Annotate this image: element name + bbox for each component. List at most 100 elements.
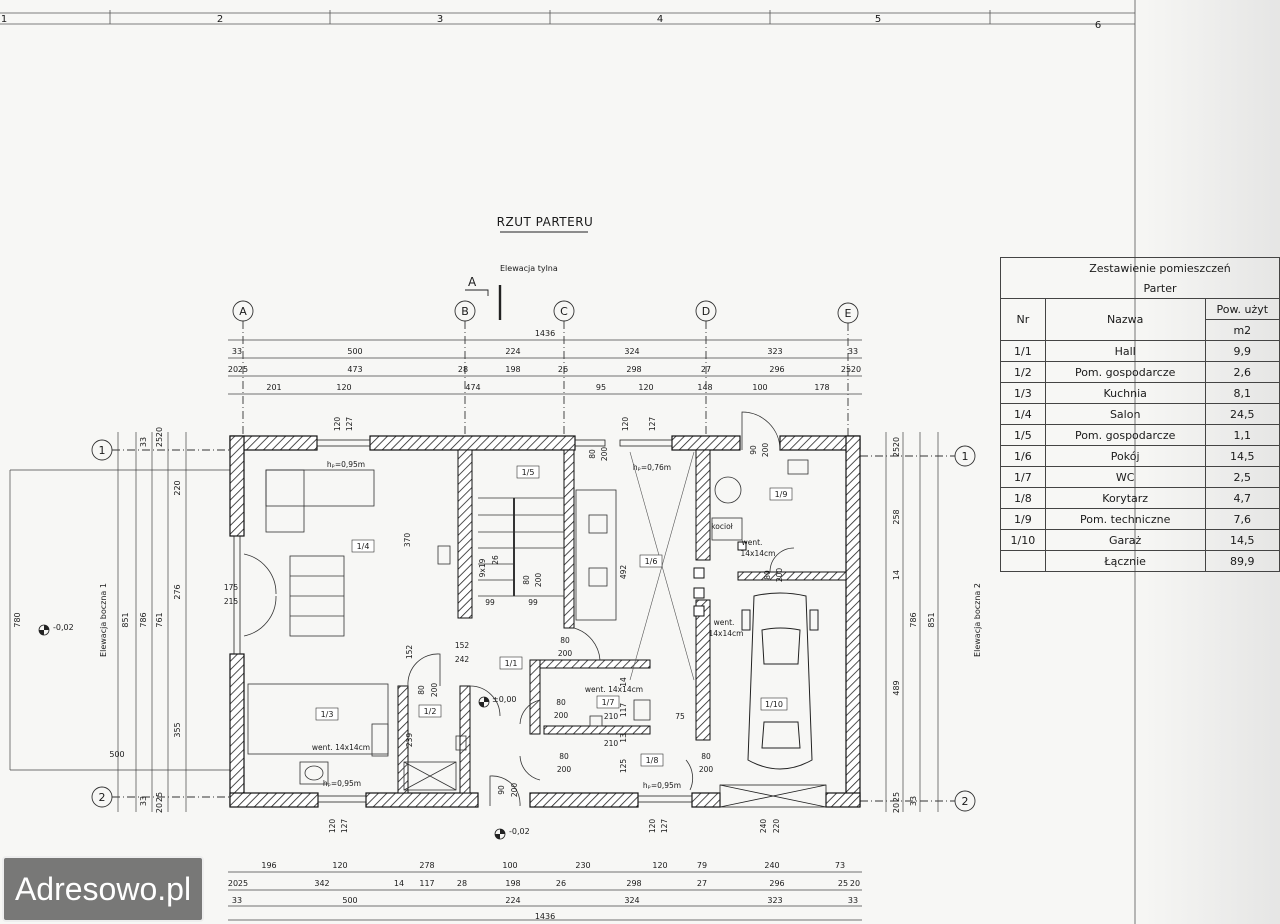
watermark-logo[interactable]: Adresowo.pl (2, 856, 204, 922)
svg-text:296: 296 (769, 365, 784, 374)
svg-text:99: 99 (485, 598, 495, 607)
svg-text:120: 120 (638, 383, 653, 392)
svg-text:200: 200 (558, 649, 573, 658)
svg-text:117: 117 (619, 703, 628, 718)
svg-text:13: 13 (619, 733, 628, 743)
svg-text:33: 33 (139, 437, 148, 447)
svg-text:80: 80 (522, 575, 531, 585)
svg-text:220: 220 (173, 480, 182, 495)
svg-text:215: 215 (224, 597, 239, 606)
svg-text:200: 200 (430, 683, 439, 698)
svg-text:258: 258 (892, 509, 901, 524)
svg-text:25: 25 (892, 447, 901, 457)
room-tag: 1/1 (499, 656, 523, 670)
svg-text:152: 152 (455, 641, 470, 650)
svg-text:25: 25 (238, 365, 248, 374)
svg-text:200: 200 (699, 765, 714, 774)
svg-text:33: 33 (232, 347, 242, 356)
axis-label: 2 (962, 795, 969, 808)
svg-text:28: 28 (457, 879, 467, 888)
svg-text:370: 370 (403, 533, 412, 548)
svg-text:33: 33 (848, 347, 858, 356)
svg-text:200: 200 (534, 573, 543, 588)
axis-label: A (239, 305, 247, 318)
svg-text:127: 127 (345, 417, 354, 432)
axis-label: D (702, 305, 710, 318)
col-header-name: Nazwa (1044, 298, 1206, 341)
svg-text:1/7: 1/7 (602, 698, 615, 707)
svg-text:120: 120 (648, 819, 657, 834)
svg-text:1/1: 1/1 (505, 659, 518, 668)
svg-text:210: 210 (604, 712, 619, 721)
svg-text:95: 95 (596, 383, 606, 392)
svg-text:323: 323 (767, 347, 782, 356)
svg-text:200: 200 (775, 568, 784, 583)
svg-text:26: 26 (558, 365, 568, 374)
svg-text:14: 14 (892, 570, 901, 580)
room-tag: 1/2 (418, 704, 442, 718)
svg-text:100: 100 (752, 383, 767, 392)
axis-label: E (845, 307, 852, 320)
svg-text:80: 80 (763, 570, 772, 580)
svg-text:200: 200 (761, 443, 770, 458)
svg-text:127: 127 (340, 819, 349, 834)
svg-text:27: 27 (701, 365, 711, 374)
svg-text:120: 120 (332, 861, 347, 870)
svg-text:1/4: 1/4 (357, 542, 370, 551)
svg-text:90: 90 (497, 785, 506, 795)
svg-text:224: 224 (505, 896, 520, 905)
svg-text:276: 276 (173, 584, 182, 599)
svg-text:28: 28 (458, 365, 468, 374)
svg-text:20: 20 (892, 437, 901, 447)
svg-text:kocioł: kocioł (711, 522, 733, 531)
svg-text:went. 14x14cm: went. 14x14cm (312, 743, 370, 752)
svg-text:14x14cm: 14x14cm (741, 549, 776, 558)
svg-text:73: 73 (835, 861, 845, 870)
svg-text:1/8: 1/8 (646, 756, 659, 765)
svg-text:242: 242 (455, 655, 470, 664)
room-schedule-table: Zestawienie pomieszczeń Parter Nr Nazwa … (1000, 257, 1280, 572)
svg-text:80: 80 (560, 636, 570, 645)
svg-text:14: 14 (619, 677, 628, 687)
svg-text:120: 120 (652, 861, 667, 870)
svg-text:90: 90 (749, 445, 758, 455)
svg-text:20: 20 (228, 365, 238, 374)
table-subtitle: Parter (1000, 278, 1280, 299)
svg-text:296: 296 (769, 879, 784, 888)
svg-text:200: 200 (557, 765, 572, 774)
svg-text:239: 239 (405, 733, 414, 748)
room-tag: 1/3 (315, 707, 339, 721)
svg-text:-0,02: -0,02 (53, 623, 74, 632)
sheet-grid-bar (0, 0, 1136, 924)
room-tag: 1/5 (516, 465, 540, 479)
svg-text:786: 786 (139, 612, 148, 627)
grid-number: 3 (437, 14, 443, 25)
svg-text:-0,02: -0,02 (509, 827, 530, 836)
axis-label: 1 (99, 444, 106, 457)
svg-text:20: 20 (850, 879, 860, 888)
svg-text:1/5: 1/5 (522, 468, 535, 477)
level-mark-hall: ±0,00 (478, 695, 517, 708)
car-outline (741, 592, 819, 770)
grid-number: 5 (875, 14, 881, 25)
svg-text:79: 79 (697, 861, 707, 870)
svg-text:355: 355 (173, 722, 182, 737)
level-mark-left: -0,02 (38, 623, 74, 636)
svg-text:1/9: 1/9 (775, 490, 788, 499)
svg-text:851: 851 (927, 612, 936, 627)
svg-text:200: 200 (600, 447, 609, 462)
plan-title: RZUT PARTERU (497, 215, 594, 229)
svg-text:500: 500 (347, 347, 362, 356)
svg-text:240: 240 (759, 819, 768, 834)
axis-label: 2 (99, 791, 106, 804)
svg-text:80: 80 (559, 752, 569, 761)
svg-text:298: 298 (626, 365, 641, 374)
svg-text:hₚ=0,95m: hₚ=0,95m (327, 460, 365, 469)
svg-text:324: 324 (624, 347, 639, 356)
svg-text:127: 127 (660, 819, 669, 834)
svg-text:26: 26 (556, 879, 566, 888)
